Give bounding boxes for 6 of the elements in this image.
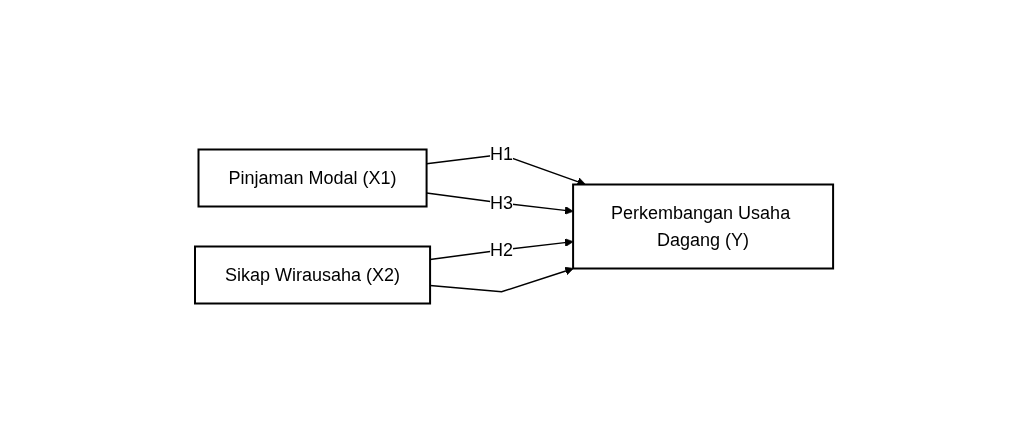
node-box: Sikap Wirausaha (X2) bbox=[193, 245, 432, 305]
edge-label: H1 bbox=[490, 143, 514, 164]
node-box: Perkembangan Usaha Dagang (Y) bbox=[572, 183, 835, 270]
node-box: Pinjaman Modal (X1) bbox=[197, 148, 428, 208]
edge-label: H3 bbox=[490, 192, 514, 213]
edge-label: H2 bbox=[490, 239, 514, 260]
